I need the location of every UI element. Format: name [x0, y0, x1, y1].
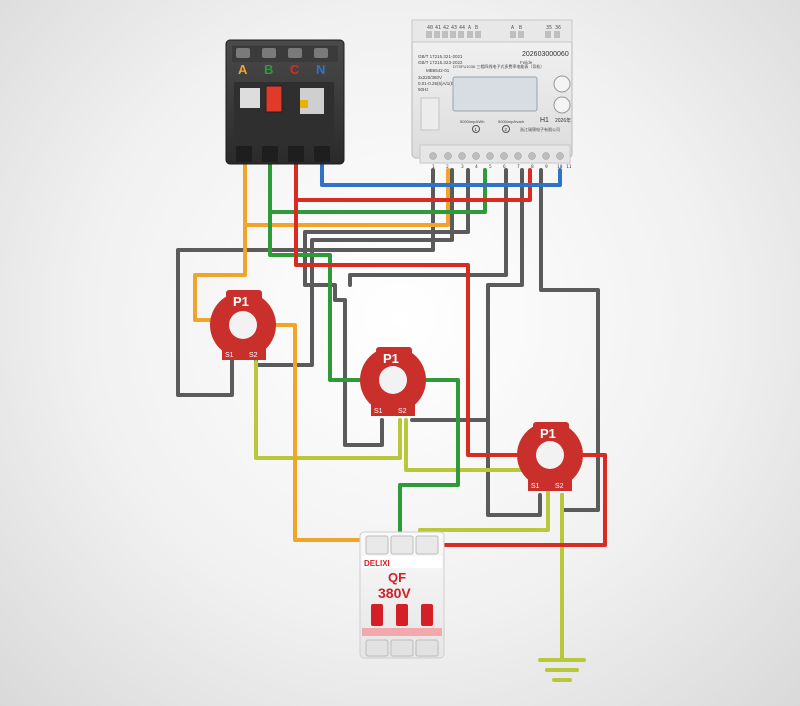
bottom-terminal-label: 1: [432, 164, 435, 170]
wire-phase-c-ct: [294, 198, 524, 457]
miniature-circuit-breaker: DELIXI QF 380V: [359, 531, 445, 659]
top-terminal-label: B: [475, 25, 478, 31]
breaker-handle-2[interactable]: [396, 604, 408, 626]
top-terminal-label: 44: [459, 25, 465, 31]
meter-manufacturer: 浙江瑞锦电子有限公司: [520, 126, 560, 132]
meter-indicator-1-label: 1: [475, 127, 478, 132]
bottom-terminal-label: 7: [517, 164, 520, 170]
ct-c-s1: S1: [531, 483, 540, 490]
bottom-terminal-label: 3: [461, 164, 464, 170]
ground-symbol-icon: [538, 658, 586, 682]
ct-a-s1: S1: [225, 352, 234, 359]
wire-yg-1: [254, 360, 402, 460]
meter-button-2[interactable]: [553, 96, 571, 114]
meter-indicator-2: [502, 125, 510, 133]
phase-label-a: A: [238, 62, 248, 77]
ct-b-s2: S2: [398, 408, 407, 415]
switch-toggle-icon[interactable]: [265, 85, 283, 113]
wire-phase-b-ct: [268, 210, 367, 382]
wire-phase-b: [268, 158, 487, 214]
wire-phase-a-out: [256, 323, 380, 550]
bottom-terminal-label: 11: [566, 164, 572, 170]
meter-pulse-active: 5000imp/kWh: [460, 119, 484, 124]
top-terminal-label: 41: [435, 25, 441, 31]
meter-lcd-display: [452, 76, 538, 112]
current-transformer-a: P1 S1 S2: [210, 290, 276, 360]
meter-indicator-2-label: 2: [505, 127, 508, 132]
ct-c-title: P1: [540, 426, 556, 441]
wire-phase-a-ct: [193, 223, 247, 322]
bottom-terminal-label: 4: [475, 164, 478, 170]
mccb-breaker: A B C N: [225, 39, 345, 165]
meter-standard-2: GB/T 17215.323-2022: [418, 60, 463, 65]
meter-rating-1: 3x220/380V: [418, 75, 442, 80]
wire-gray-7: [486, 418, 542, 517]
current-transformer-b: P1 S1 S2: [360, 347, 426, 416]
ct-c-s2: S2: [555, 483, 564, 490]
breaker-handle-3[interactable]: [421, 604, 433, 626]
wire-phase-c: [294, 158, 532, 202]
meter-model-desc: DTSFU1036 三相四线电子式多费率电能表（导轨）: [453, 63, 544, 69]
wire-gray-1: [176, 168, 435, 397]
wire-phase-b-out: [398, 378, 460, 550]
phase-label-n: N: [316, 62, 325, 77]
meter-model-code: H1: [540, 117, 549, 124]
meter-button-1[interactable]: [553, 75, 571, 93]
meter-standard-1: GB/T 17215.321-2021: [418, 54, 463, 59]
top-terminal-label: B: [519, 25, 522, 31]
ct-b-title: P1: [383, 351, 399, 366]
meter-brand: Feilde: [520, 60, 533, 65]
wire-phase-a: [243, 158, 450, 227]
wire-gray-3: [303, 168, 470, 447]
wire-neutral: [320, 158, 562, 187]
bottom-terminal-label: 8: [531, 164, 534, 170]
bottom-terminal-label: 10: [557, 164, 563, 170]
wire-gray-4: [348, 168, 508, 287]
top-terminal-label: A: [468, 25, 471, 31]
meter-year: 2026年: [555, 117, 571, 124]
bottom-terminal-label: 5: [489, 164, 492, 170]
top-terminal-label: A: [511, 25, 514, 31]
meter-indicator-1: [472, 125, 480, 133]
meter-rating-2: 0.01-0.25(6)A/1(6)A: [418, 81, 458, 86]
top-terminal-label: 42: [443, 25, 449, 31]
top-terminal-label: 35: [546, 25, 552, 31]
current-transformer-c: P1 S1 S2: [517, 422, 583, 491]
top-terminal-label: 36: [555, 25, 561, 31]
breaker-voltage: 380V: [378, 585, 411, 601]
energy-meter: 40 41 42 43 44 A B A B 35 36 20260300006…: [411, 19, 573, 170]
meter-cert: MB6542-01: [426, 68, 450, 73]
ct-a-title: P1: [233, 294, 249, 309]
wire-gray-5: [410, 168, 524, 422]
top-terminal-label: 40: [427, 25, 433, 31]
meter-serial: 202603000060: [522, 51, 569, 58]
phase-label-b: B: [264, 62, 273, 77]
bottom-terminal-label: 6: [503, 164, 506, 170]
wire-yg-2: [404, 418, 550, 537]
bottom-terminal-label: 9: [545, 164, 548, 170]
breaker-code: QF: [388, 570, 406, 585]
breaker-handle-1[interactable]: [371, 604, 383, 626]
ct-a-s2: S2: [249, 352, 258, 359]
phase-label-c: C: [290, 62, 300, 77]
ct-b-s1: S1: [374, 408, 383, 415]
meter-freq: 50Hz: [418, 87, 429, 92]
meter-pulse-reactive: 5000imp/kvarh: [498, 119, 524, 124]
top-terminal-label: 43: [451, 25, 457, 31]
breaker-brand: DELIXI: [364, 559, 390, 568]
bottom-terminal-label: 2: [446, 164, 449, 170]
